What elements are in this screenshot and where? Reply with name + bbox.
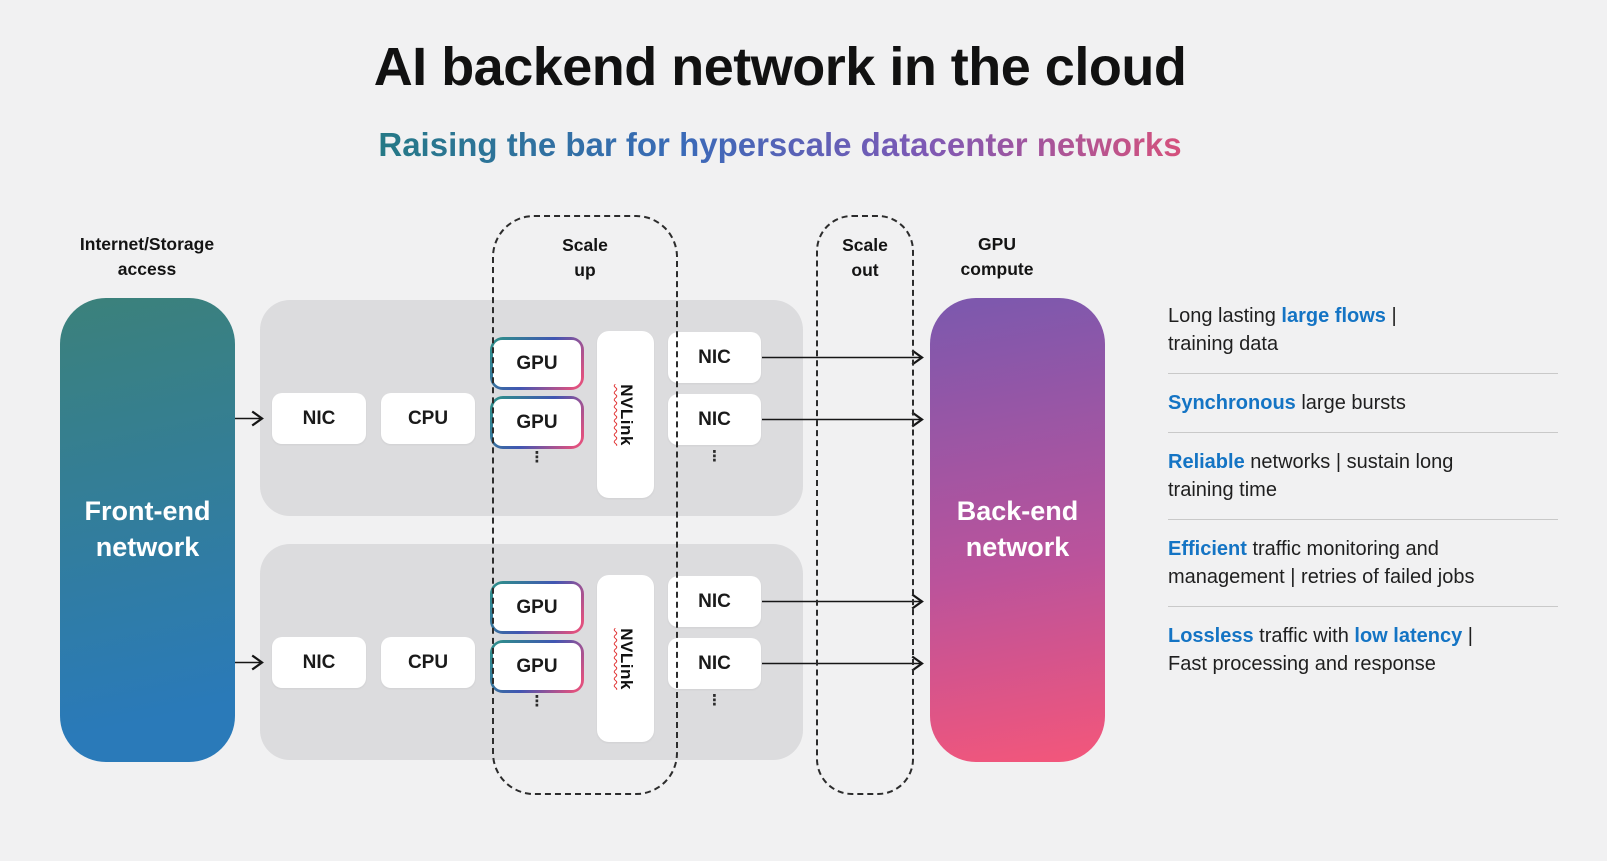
cpu-box: CPU xyxy=(381,393,475,444)
benefit-text: | training data xyxy=(1168,305,1397,355)
label-internet-storage-access: Internet/Storage access xyxy=(79,234,215,280)
label-scale-up: Scale up xyxy=(562,235,608,281)
benefits-list: Long lasting large flows | training data… xyxy=(1168,300,1558,693)
nic-box: NIC xyxy=(668,638,761,689)
benefit-accent-text: Reliable xyxy=(1168,451,1245,473)
gpu-box: GPU xyxy=(490,337,584,390)
benefit-accent-text: Efficient xyxy=(1168,538,1247,560)
cpu-box: CPU xyxy=(381,637,475,688)
nic-box: NIC xyxy=(272,637,366,688)
gpu-label: GPU xyxy=(493,584,581,631)
nic-box: NIC xyxy=(272,393,366,444)
benefit-item: Long lasting large flows | training data xyxy=(1168,300,1558,373)
benefit-text: networks | sustain long training time xyxy=(1168,451,1454,501)
benefit-item: Synchronous large bursts xyxy=(1168,373,1558,432)
benefit-text: | Fast processing and response xyxy=(1168,625,1473,675)
more-gpus-ellipsis: ⋮ xyxy=(529,693,545,710)
benefit-accent-text: large flows xyxy=(1281,305,1386,327)
front-end-network-label: Front-end network xyxy=(84,496,211,562)
page-title: AI backend network in the cloud xyxy=(373,37,1187,97)
nic-box: NIC xyxy=(668,576,761,627)
header: AI backend network in the cloud Raising … xyxy=(0,36,1560,164)
gpu-label: GPU xyxy=(493,643,581,690)
benefit-item: Lossless traffic with low latency | Fast… xyxy=(1168,606,1558,693)
nic-box: NIC xyxy=(668,332,761,383)
more-gpus-ellipsis: ⋮ xyxy=(529,449,545,466)
benefit-text: traffic with xyxy=(1253,625,1355,647)
gpu-box: GPU xyxy=(490,396,584,449)
label-gpu-compute: GPU compute xyxy=(960,234,1034,280)
benefit-accent-text: Lossless xyxy=(1168,625,1254,647)
back-end-network-label: Back-end network xyxy=(956,496,1079,562)
gpu-label: GPU xyxy=(493,399,581,446)
benefit-accent-text: Synchronous xyxy=(1168,392,1296,414)
scale-out-region: Scale out xyxy=(816,215,914,795)
back-end-network-block: Back-end network xyxy=(930,298,1105,762)
server-group-1: NIC CPU GPU GPU ⋮ NVLink NIC NIC ⋮ xyxy=(260,300,803,516)
nvlink-box: NVLink xyxy=(597,331,654,498)
benefit-text: large bursts xyxy=(1295,392,1406,414)
page-subtitle: Raising the bar for hyperscale datacente… xyxy=(378,126,1182,163)
benefit-item: Efficient traffic monitoring and managem… xyxy=(1168,519,1558,606)
benefit-text: traffic monitoring and management | retr… xyxy=(1168,538,1475,588)
more-nics-ellipsis: ⋮ xyxy=(707,448,722,465)
benefit-item: Reliable networks | sustain long trainin… xyxy=(1168,432,1558,519)
gpu-box: GPU xyxy=(490,581,584,634)
label-scale-out: Scale out xyxy=(842,235,888,281)
gpu-box: GPU xyxy=(490,640,584,693)
nic-box: NIC xyxy=(668,394,761,445)
benefit-accent-text: low latency xyxy=(1354,625,1463,647)
server-group-2: NIC CPU GPU GPU ⋮ NVLink NIC NIC ⋮ xyxy=(260,544,803,760)
gpu-label: GPU xyxy=(493,340,581,387)
more-nics-ellipsis: ⋮ xyxy=(707,692,722,709)
benefit-text: Long lasting xyxy=(1168,305,1282,327)
nvlink-box: NVLink xyxy=(597,575,654,742)
scale-up-region: Scale up xyxy=(492,215,678,795)
front-end-network-block: Front-end network xyxy=(60,298,235,762)
